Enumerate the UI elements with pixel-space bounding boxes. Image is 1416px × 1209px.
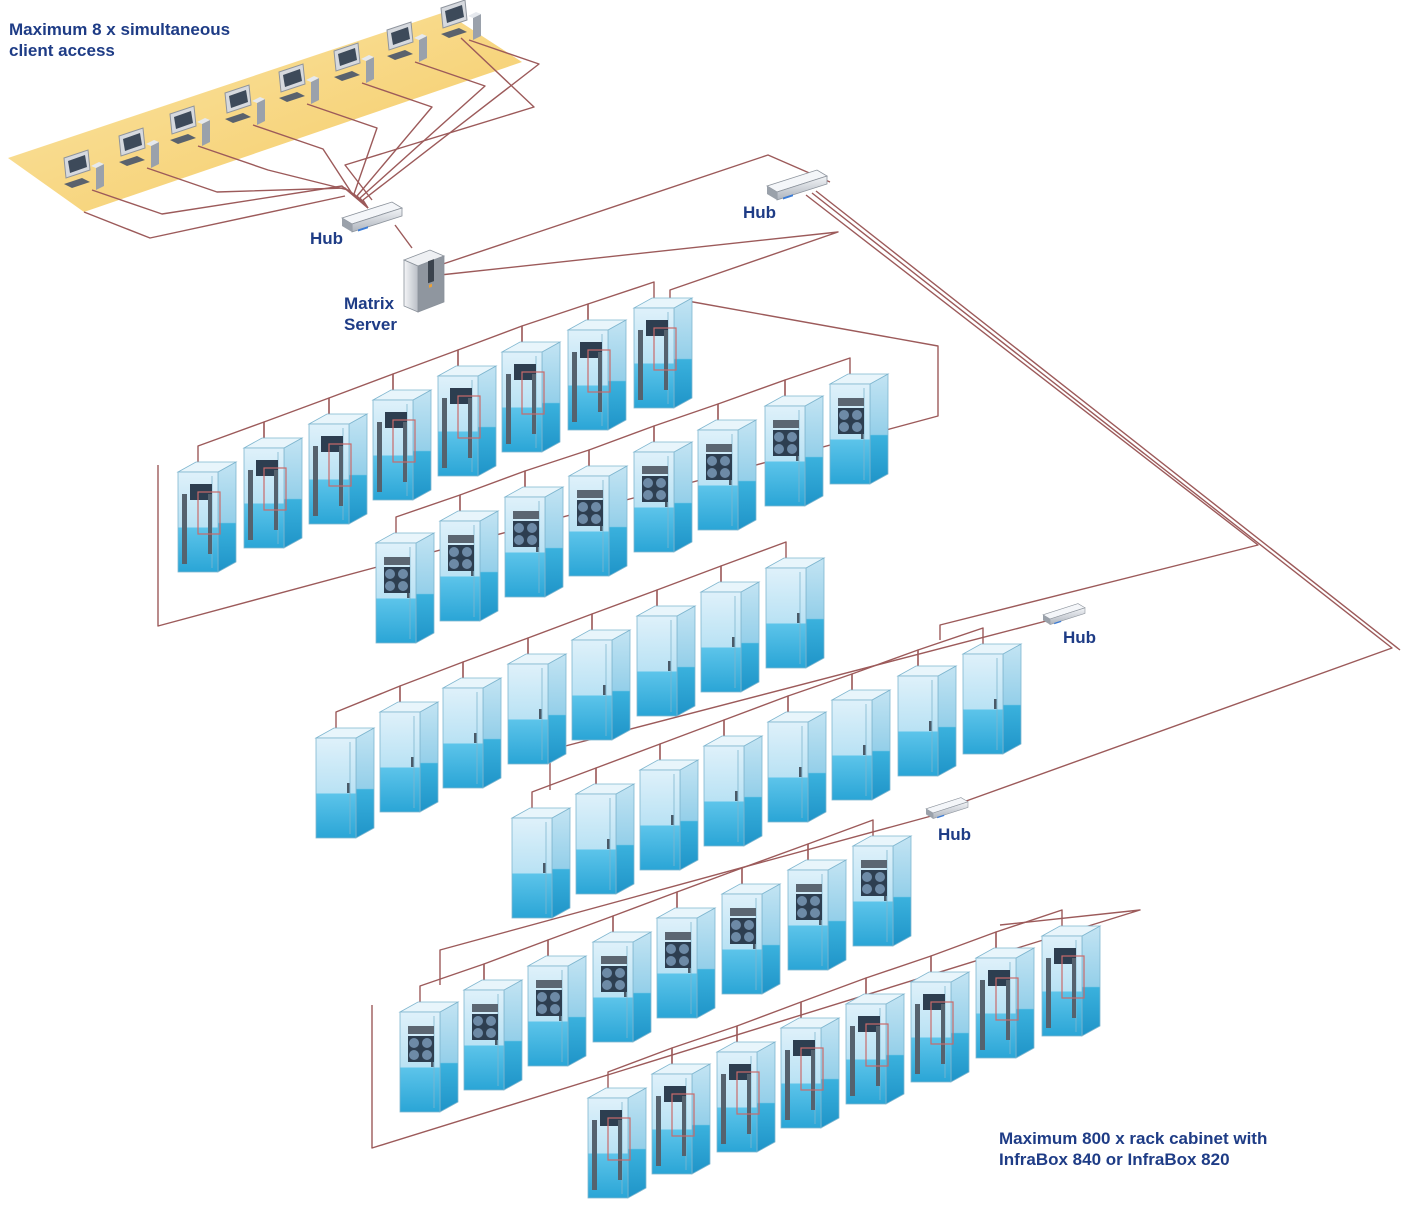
rack-cabinet xyxy=(570,629,632,741)
rack-cable xyxy=(917,627,984,666)
rack-cable xyxy=(157,299,939,627)
rack-cabinet xyxy=(438,510,500,622)
rack-cabinet xyxy=(830,689,892,801)
workstation xyxy=(278,63,319,104)
rack-cabinet xyxy=(763,395,825,507)
rack-cabinet xyxy=(851,835,913,947)
rack-cable xyxy=(811,192,1393,806)
matrix-server-label: Matrix Server xyxy=(344,294,397,334)
rack-cabinet xyxy=(1040,925,1102,1037)
client-cable xyxy=(83,195,346,239)
workstation xyxy=(118,127,159,168)
rack-cabinet xyxy=(764,557,826,669)
rack-cable xyxy=(439,231,839,310)
rack-cabinet xyxy=(566,319,628,431)
workstation xyxy=(224,84,265,125)
rack-cabinet xyxy=(503,486,565,598)
rack-cable xyxy=(587,281,655,320)
rack-cabinet xyxy=(374,532,436,644)
rack-cable xyxy=(439,814,936,985)
rack-cabinet xyxy=(828,373,890,485)
server-cable xyxy=(394,224,413,249)
rack-cabinet xyxy=(574,783,636,895)
rack-cabinet xyxy=(371,389,433,501)
rack-cabinet xyxy=(506,653,568,765)
rack-cable xyxy=(720,541,787,582)
rack-cabinet xyxy=(632,441,694,553)
rack-cabinet xyxy=(591,931,653,1043)
client-cable xyxy=(344,37,535,201)
rack-cabinet xyxy=(307,413,369,525)
hub-low xyxy=(925,797,969,819)
rack-cabinet xyxy=(638,759,700,871)
rack-cabinet xyxy=(715,1041,777,1153)
rack-cable xyxy=(784,357,851,396)
workstation xyxy=(440,0,481,40)
rack-cabinet xyxy=(766,711,828,823)
rack-cable xyxy=(995,909,1063,948)
rack-cabinet xyxy=(909,971,971,1083)
hub-right xyxy=(766,169,828,201)
rack-cabinet xyxy=(632,297,694,409)
rack-cabinet xyxy=(655,907,717,1019)
rack-cabinet xyxy=(441,677,503,789)
rack-cabinet xyxy=(436,365,498,477)
rack-cabinet xyxy=(378,701,440,813)
rack-cabinet xyxy=(510,807,572,919)
rack-cable xyxy=(815,190,1401,651)
rack-cabinet xyxy=(176,461,238,573)
matrix-server xyxy=(402,249,446,313)
rack-cabinet xyxy=(974,947,1036,1059)
rack-cabinet xyxy=(720,883,782,995)
network-devices xyxy=(341,169,1086,819)
clients-caption: Maximum 8 x simultaneous client access xyxy=(9,20,231,60)
rack-cabinet xyxy=(314,727,376,839)
rack-cabinet xyxy=(896,665,958,777)
workstation xyxy=(169,105,210,146)
rack-cabinet xyxy=(779,1017,841,1129)
workstation xyxy=(386,21,427,62)
rack-cabinet xyxy=(786,859,848,971)
hub-mid xyxy=(1042,603,1086,625)
hub-label-main: Hub xyxy=(310,229,344,248)
rack-cabinet xyxy=(526,955,588,1067)
workstation xyxy=(63,149,104,190)
hub-label-right: Hub xyxy=(743,203,777,222)
rack-cabinet xyxy=(500,341,562,453)
rack-cabinet xyxy=(462,979,524,1091)
rack-cabinet xyxy=(398,1001,460,1113)
rack-cabinets xyxy=(176,297,1102,1199)
rack-cabinet xyxy=(567,465,629,577)
rack-cabinet xyxy=(844,993,906,1105)
rack-cable xyxy=(371,909,1141,1149)
rack-cabinet xyxy=(242,437,304,549)
rack-cable xyxy=(807,819,874,860)
workstation xyxy=(333,42,374,83)
client-cable xyxy=(197,145,369,209)
client-cable xyxy=(359,61,486,209)
client-workstations xyxy=(63,0,481,190)
racks-caption: Maximum 800 x rack cabinet with InfraBox… xyxy=(999,1129,1268,1169)
rack-cabinet xyxy=(699,581,761,693)
rack-cabinet xyxy=(702,735,764,847)
hub-label-mid: Hub xyxy=(1063,628,1097,647)
rack-cabinet xyxy=(961,643,1023,755)
hub-label-low: Hub xyxy=(938,825,972,844)
rack-cable xyxy=(805,194,1259,640)
rack-cabinet xyxy=(696,419,758,531)
rack-cabinet xyxy=(650,1063,712,1175)
hub-main xyxy=(341,201,403,233)
rack-cabinet xyxy=(635,605,697,717)
rack-cabinet xyxy=(586,1087,648,1199)
